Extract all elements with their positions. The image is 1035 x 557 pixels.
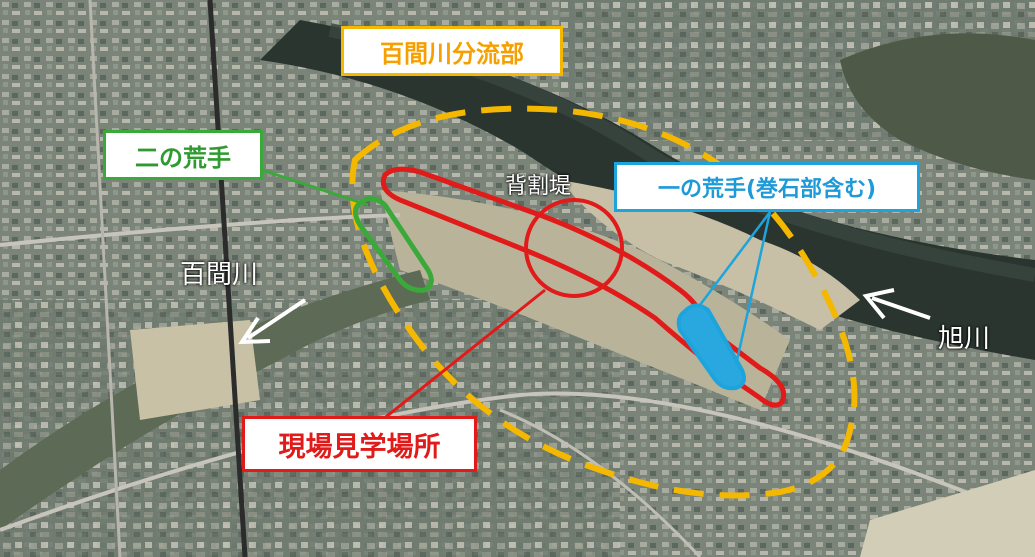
haiwaritei-outline [380, 166, 787, 408]
road [499, 408, 702, 557]
field [860, 470, 1035, 557]
asahigawa-label: 旭川 [938, 324, 991, 354]
hyakkengawa-channel [0, 270, 430, 530]
haiwaritei-label: 背割堤 [505, 174, 572, 199]
railway [207, 0, 248, 557]
hill [840, 33, 1035, 181]
branch-area-outline [349, 105, 858, 499]
road [88, 0, 122, 557]
ichinoarate-leader-2 [734, 211, 772, 366]
ninoarate-outline [352, 196, 434, 293]
site-visit-circle [524, 198, 624, 298]
road [0, 391, 1035, 532]
ninoarate-leader [261, 168, 369, 207]
ichinoarate-shape [676, 303, 746, 391]
floodplain [380, 190, 790, 410]
sports-field [130, 320, 260, 420]
ichinoarate-label: 一の荒手(巻石部含む) [614, 162, 920, 212]
arrow-up-left-icon [862, 288, 931, 320]
sandbar [560, 180, 860, 330]
site-visit-leader [371, 288, 546, 430]
ninoarate-label: 二の荒手 [103, 130, 263, 180]
ichinoarate-leader-1 [699, 211, 771, 306]
arrow-down-left-icon [238, 298, 307, 345]
branch-label: 百間川分流部 [341, 26, 563, 76]
hyakkengawa-label: 百間川 [180, 260, 259, 290]
site-visit-label: 現場見学場所 [242, 416, 477, 472]
